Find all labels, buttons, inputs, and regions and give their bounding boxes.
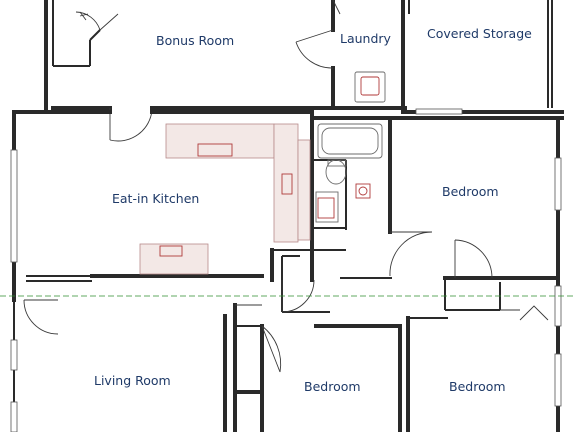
washer-fixture: [354, 71, 386, 103]
label-bedroom-lower-middle: Bedroom: [304, 379, 361, 394]
upper-doors: [75, 0, 341, 142]
label-bedroom-lower-right: Bedroom: [449, 379, 506, 394]
bathroom-fixtures: [315, 123, 383, 223]
label-bonus-room: Bonus Room: [156, 33, 234, 48]
kitchen-cabinets: [139, 123, 311, 275]
window: [415, 108, 463, 115]
windows-lower: [10, 339, 562, 432]
lower-doors: [23, 299, 282, 373]
label-living-room: Living Room: [94, 373, 171, 388]
windows-middle: [10, 149, 562, 327]
label-bedroom-upper-right: Bedroom: [442, 184, 499, 199]
label-covered-storage: Covered Storage: [427, 26, 532, 41]
label-laundry: Laundry: [340, 31, 392, 46]
middle-doors: [281, 231, 549, 321]
lower-walls: [12, 290, 448, 432]
upper-walls: [12, 0, 564, 114]
label-eat-in-kitchen: Eat-in Kitchen: [112, 191, 199, 206]
